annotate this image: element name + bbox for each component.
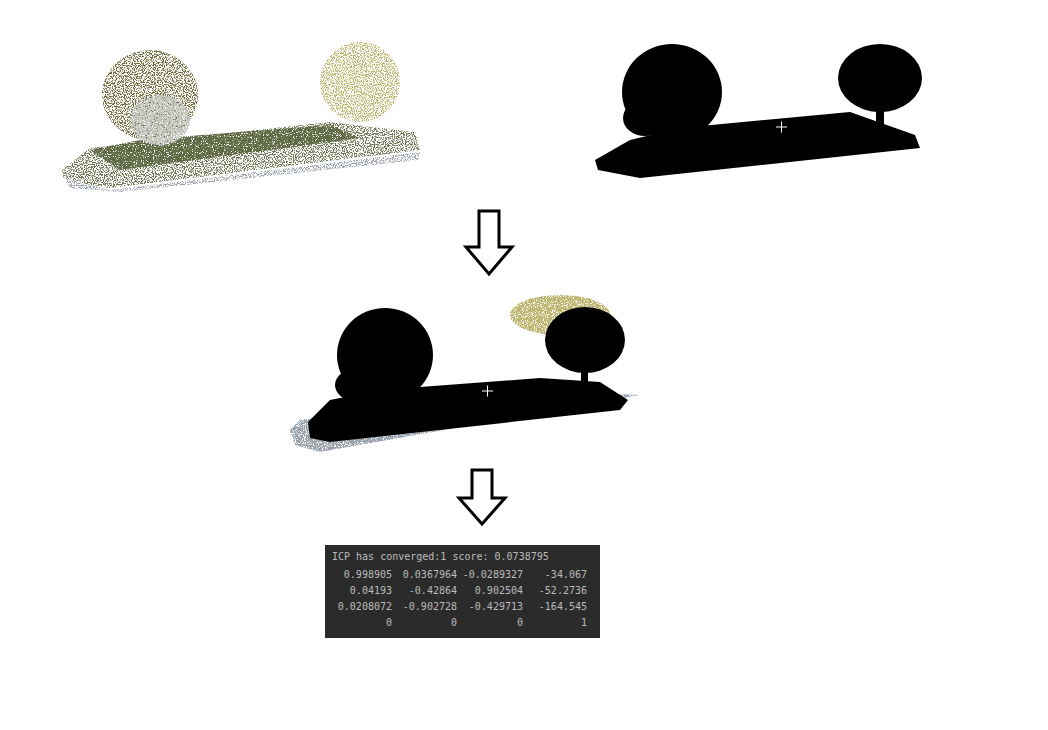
matrix-cell: 0	[457, 615, 523, 631]
matrix-cell: 0.902504	[457, 583, 523, 599]
matrix-cell: 0.04193	[332, 583, 392, 599]
matrix-cell: 1	[523, 615, 587, 631]
console-output: ICP has converged:1 score: 0.0738795 0.99…	[325, 545, 600, 638]
matrix-cell: 0	[392, 615, 457, 631]
matrix-cell: 0.998905	[332, 567, 392, 583]
matrix-cell: 0.0367964	[392, 567, 457, 583]
matrix-cell: -34.067	[523, 567, 587, 583]
matrix-cell: 0	[332, 615, 392, 631]
matrix-cell: -164.545	[523, 599, 587, 615]
down-arrow	[466, 211, 512, 274]
matrix-cell: -52.2736	[523, 583, 587, 599]
matrix-cell: -0.429713	[457, 599, 523, 615]
matrix-cell: -0.0289327	[457, 567, 523, 583]
status-line: ICP has converged:1 score: 0.0738795	[332, 550, 593, 564]
matrix-cell: -0.42864	[392, 583, 457, 599]
matrix-cell: 0.0208072	[332, 599, 392, 615]
matrix-cell: -0.902728	[392, 599, 457, 615]
target-cloud	[595, 44, 922, 178]
source-cloud	[62, 42, 420, 192]
down-arrow	[459, 470, 505, 524]
aligned-cloud	[290, 295, 640, 452]
